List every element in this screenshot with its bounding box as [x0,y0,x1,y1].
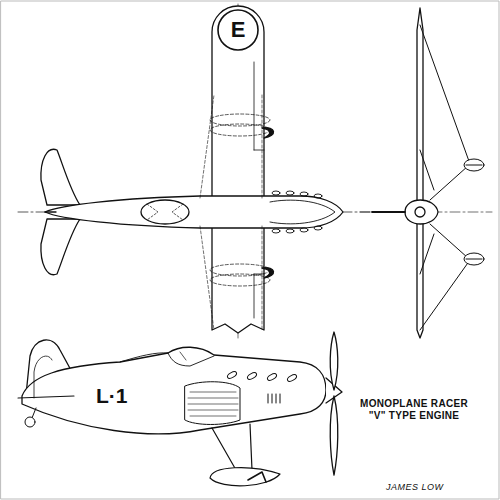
landing-gear [420,25,484,330]
bracing-wire [200,95,262,330]
propeller [330,332,338,390]
wing-root-shading [188,392,238,416]
landing-gear [210,468,280,486]
exhaust-stack [314,226,322,230]
tail-wheel [25,408,36,427]
bracing-wire [200,95,214,198]
landing-gear [466,165,482,166]
cowl-vent [276,394,277,403]
aileron-line [254,150,264,151]
rotation-spiral [210,274,270,286]
rotation-spiral [210,264,270,276]
landing-gear [212,424,252,470]
exhaust-stack [272,191,280,195]
exhaust-stack [266,372,277,381]
side-view [18,332,342,486]
fuselage [405,200,438,224]
top-view [18,4,372,340]
rudder [34,356,52,398]
registration-mark: L·1 [96,383,128,408]
exhaust-stack [286,373,297,382]
wing-root-shading [190,392,236,393]
exhaust-stack [300,192,308,196]
landing-gear [464,159,484,171]
exhaust-stack [226,370,237,379]
wing [212,6,264,198]
landing-gear [420,224,470,330]
exhaust-stack [272,191,322,233]
rotation-spiral [262,268,274,278]
wing-edge [417,8,423,338]
tail-wheel [25,417,35,427]
bracing-wire [262,226,263,330]
wing-root-shading [188,410,238,411]
exhaust-stack [226,370,297,382]
rotation-spiral [262,128,274,138]
wing-root-shading [188,398,238,399]
cockpit-frame [147,204,183,220]
cowl-vent [268,394,280,403]
exhaust-stack [286,229,294,233]
aileron-line [254,274,255,318]
spinner [415,207,425,217]
aileron-line [254,62,255,150]
propeller [330,396,338,475]
windscreen [180,352,186,360]
landing-gear [210,424,280,486]
bracing-wire [262,95,263,198]
cowl-vent [272,394,273,403]
exhaust-stack [272,229,280,233]
landing-gear [248,472,266,482]
stabilizer [18,396,74,398]
rotation-spiral [210,114,274,286]
exhaust-stack [246,371,257,380]
cowl-vent [280,394,281,403]
wing-root-shading [188,404,238,405]
rotation-spiral [210,114,270,126]
fuselage [45,196,343,228]
cockpit [168,353,214,366]
wing [212,226,264,333]
exhaust-stack [286,191,294,195]
landing-gear [420,25,470,200]
cockpit [141,200,189,224]
headrest [120,353,168,362]
wing-root [185,382,240,425]
cowl-vent [268,394,269,403]
rudder [45,211,56,212]
racing-number: E [231,17,246,43]
stabilizer [41,149,80,205]
propeller [372,211,405,213]
exhaust-stack [314,194,322,198]
front-view [360,8,492,338]
drawing-title: MONOPLANE RACER "V" TYPE ENGINE [358,398,470,422]
landing-gear [464,253,484,265]
stabilizer [41,219,80,275]
draftsman-signature: JAMES LOW [386,482,444,493]
racing-number-disc [218,10,258,50]
tail-wheel [32,408,36,418]
wing-root-shading [190,416,236,417]
exhaust-stack [300,228,308,232]
fuselage [22,347,326,434]
engine-cowl [270,200,335,224]
landing-gear [466,259,482,260]
